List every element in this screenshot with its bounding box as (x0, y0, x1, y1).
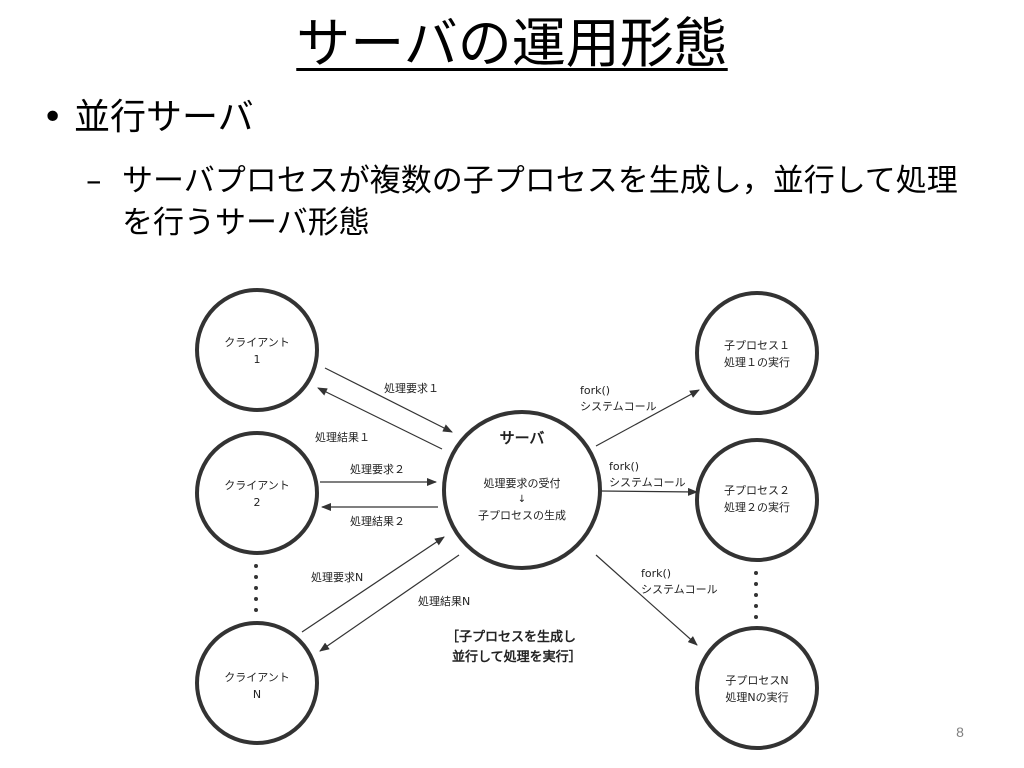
result-n-label: 処理結果N (418, 594, 470, 608)
child-ellipsis-dots-icon (754, 571, 758, 619)
result-1-label: 処理結果１ (315, 430, 370, 444)
server-title: サーバ (500, 429, 545, 447)
sub-bullet-dash-icon: – (86, 163, 102, 199)
bullet-concurrent-server: •並行サーバ (42, 92, 254, 144)
note-line-2: 並行して処理を実行］ (452, 649, 582, 665)
sub-bullet-text: サーバプロセスが複数の子プロセスを生成し，並行して処理を行うサーバ形態 (122, 163, 958, 241)
child-n-title: 子プロセスN (725, 674, 788, 687)
client-2-number: 2 (254, 496, 261, 509)
server-node: サーバ 処理要求の受付 ↓ 子プロセスの生成 (442, 410, 602, 570)
child-1-title: 子プロセス１ (724, 339, 790, 352)
slide-title-text: サーバの運用形態 (296, 12, 728, 75)
fork-2-arrow-icon (600, 487, 698, 496)
fork-1-function-label: fork() (580, 384, 610, 397)
child-2-title: 子プロセス２ (724, 484, 790, 497)
request-1-arrow-icon (324, 367, 453, 433)
fork-n-syscall-label: システムコール (641, 583, 718, 596)
server-line-accept: 処理要求の受付 (484, 477, 561, 490)
client-1-number: 1 (254, 353, 261, 366)
client-ellipsis-dots-icon (254, 564, 258, 612)
fork-n-arrow-icon (595, 554, 698, 646)
fork-2-syscall-label: システムコール (609, 476, 686, 489)
slide-title: サーバの運用形態 (0, 4, 1024, 84)
fork-1-syscall-label: システムコール (580, 400, 657, 413)
result-n-arrow-icon (319, 554, 460, 652)
child-process-node-n: 子プロセスN 処理Nの実行 (695, 626, 819, 750)
child-process-node-2: 子プロセス２ 処理２の実行 (695, 438, 819, 562)
server-down-arrow-icon: ↓ (518, 494, 526, 505)
page-number: 8 (956, 724, 964, 740)
client-node-2: クライアント 2 (195, 431, 319, 555)
request-n-arrow-icon (301, 536, 445, 633)
client-n-label: クライアント (224, 671, 290, 684)
child-2-task: 処理２の実行 (724, 500, 790, 514)
fork-n-function-label: fork() (641, 567, 671, 580)
client-n-number: N (253, 688, 261, 701)
fork-2-function-label: fork() (609, 460, 639, 473)
server-line-spawn: 子プロセスの生成 (478, 508, 566, 522)
client-2-label: クライアント (224, 479, 290, 492)
sub-bullet-description: – サーバプロセスが複数の子プロセスを生成し，並行して処理を行うサーバ形態 (86, 160, 966, 244)
client-1-label: クライアント (224, 336, 290, 349)
fork-1-arrow-icon (595, 389, 700, 447)
note-line-1: ［子プロセスを生成し (446, 629, 576, 645)
request-2-label: 処理要求２ (350, 463, 405, 476)
result-1-arrow-icon (317, 387, 443, 450)
client-node-1: クライアント 1 (195, 288, 319, 412)
client-node-n: クライアント N (195, 621, 319, 745)
bullet-dot-icon: • (42, 97, 64, 138)
child-process-node-1: 子プロセス１ 処理１の実行 (695, 291, 819, 415)
bullet-text: 並行サーバ (74, 97, 254, 138)
child-n-task: 処理Nの実行 (725, 690, 788, 704)
result-2-label: 処理結果２ (350, 514, 405, 528)
request-1-label: 処理要求１ (384, 382, 439, 395)
request-n-label: 処理要求N (311, 571, 363, 584)
child-1-task: 処理１の実行 (724, 355, 790, 369)
